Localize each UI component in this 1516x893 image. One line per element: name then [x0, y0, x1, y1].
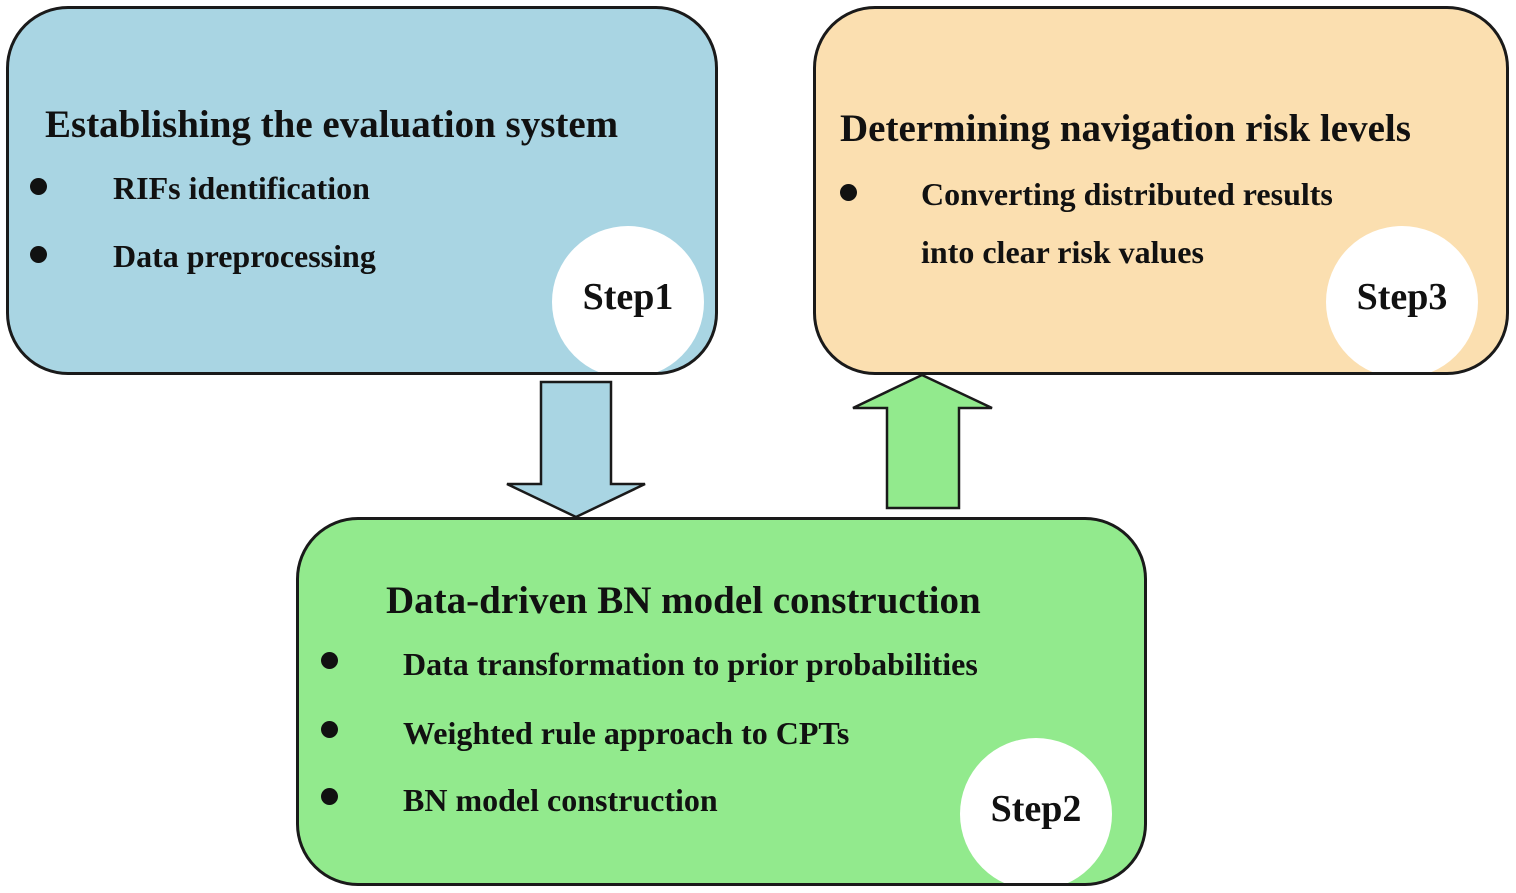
- bullet-icon: [321, 721, 338, 738]
- bullet-icon: [30, 246, 47, 263]
- step3-box: Determining navigation risk levels Conve…: [813, 6, 1509, 375]
- step3-title: Determining navigation risk levels: [840, 107, 1411, 150]
- bullet-icon: [321, 652, 338, 669]
- bullet-icon: [840, 184, 857, 201]
- step3-badge: Step3: [1326, 226, 1478, 372]
- arrow-step1-to-step2: [506, 380, 646, 519]
- step1-title: Establishing the evaluation system: [45, 103, 619, 146]
- bullet-icon: [30, 178, 47, 195]
- step1-box: Establishing the evaluation system RIFs …: [6, 6, 718, 375]
- step2-bullet-1: Data transformation to prior probabiliti…: [403, 646, 978, 682]
- step3-badge-label: Step3: [1356, 276, 1448, 318]
- step2-box: Data-driven BN model construction Data t…: [296, 517, 1147, 886]
- step1-bullet-2: Data preprocessing: [113, 238, 376, 274]
- step3-bullet-2: into clear risk values: [921, 234, 1204, 270]
- step1-bullet-1: RIFs identification: [113, 170, 370, 206]
- step2-bullet-2: Weighted rule approach to CPTs: [403, 715, 850, 751]
- step3-bullet-1: Converting distributed results: [921, 176, 1333, 212]
- step1-badge: Step1: [552, 226, 704, 372]
- step2-bullet-3: BN model construction: [403, 782, 718, 818]
- step2-title: Data-driven BN model construction: [386, 579, 981, 622]
- step1-badge-label: Step1: [582, 276, 674, 318]
- arrow-step2-to-step3: [852, 373, 993, 510]
- step2-badge-label: Step2: [990, 788, 1082, 830]
- bullet-icon: [321, 788, 338, 805]
- step2-badge: Step2: [960, 738, 1112, 883]
